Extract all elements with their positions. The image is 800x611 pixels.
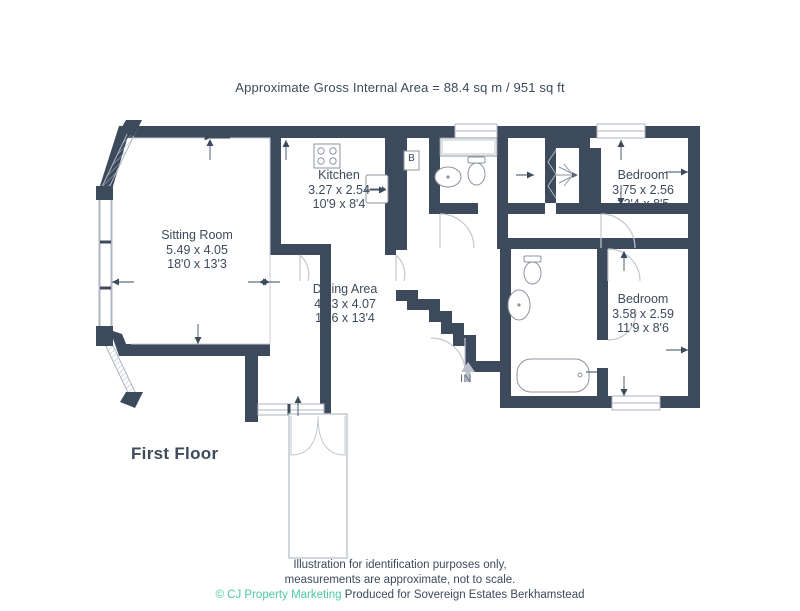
footer-disclaimer: Illustration for identification purposes… — [0, 558, 800, 603]
room-outlines — [131, 137, 271, 345]
room-label-bedroom-2: Bedroom 3.58 x 2.59 11'9 x 8'6 — [593, 292, 693, 336]
room-metric: 3.75 x 2.56 — [612, 182, 674, 197]
room-name: Dining Area — [312, 282, 378, 296]
window-bedroom2-bottom — [611, 395, 661, 411]
balcony-projection — [288, 413, 348, 559]
room-metric: 5.49 x 4.05 — [166, 242, 228, 257]
room-name: Bedroom — [617, 168, 669, 182]
room-imperial: 18'0 x 13'3 — [167, 257, 227, 271]
dimension-arrows — [112, 135, 688, 416]
kitchen-appliance-icon — [365, 174, 389, 204]
boiler-label: B — [408, 153, 415, 164]
window-bedroom1-top — [596, 123, 646, 139]
kitchen-hob-icon — [313, 143, 341, 169]
shower-icon — [556, 163, 578, 187]
produced-for-text: Produced for Sovereign Estates Berkhamst… — [344, 589, 585, 601]
room-metric: 3.58 x 2.59 — [612, 306, 674, 321]
floor-title: First Floor — [131, 444, 219, 463]
room-metric: 4.43 x 4.07 — [314, 296, 376, 311]
footer-line-2: measurements are approximate, not to sca… — [284, 574, 516, 586]
room-name: Bedroom — [617, 292, 669, 306]
bathroom-upper-fixtures — [434, 137, 498, 188]
footer-line-3: © CJ Property Marketing Produced for Sov… — [0, 588, 800, 603]
window-sitting-room-bottom — [257, 403, 325, 416]
room-imperial: 10'9 x 8'4 — [312, 197, 366, 211]
room-label-bedroom-1: Bedroom 3.75 x 2.56 12'4 x 8'5 — [593, 168, 693, 212]
room-name: Kitchen — [318, 168, 360, 182]
copyright-credit: © CJ Property Marketing — [215, 589, 342, 601]
boiler-box — [403, 150, 420, 171]
room-label-sitting-room: Sitting Room 5.49 x 4.05 18'0 x 13'3 — [137, 228, 257, 272]
room-imperial: 12'4 x 8'5 — [616, 197, 670, 211]
window-bathroom-top — [454, 123, 498, 139]
room-label-kitchen: Kitchen 3.27 x 2.54 10'9 x 8'4 — [289, 168, 389, 212]
room-imperial: 11'9 x 8'6 — [617, 321, 669, 335]
room-metric: 3.27 x 2.54 — [308, 182, 370, 197]
bay-window — [96, 120, 143, 408]
gross-internal-area-text: Approximate Gross Internal Area = 88.4 s… — [235, 80, 565, 95]
bathroom-lower-fixtures — [507, 255, 590, 393]
entrance-label: IN — [460, 373, 472, 385]
room-label-dining-area: Dining Area 4.43 x 4.07 14'6 x 13'4 — [290, 282, 400, 326]
room-imperial: 14'6 x 13'4 — [315, 311, 375, 325]
footer-line-1: Illustration for identification purposes… — [293, 559, 507, 571]
room-name: Sitting Room — [161, 228, 233, 242]
